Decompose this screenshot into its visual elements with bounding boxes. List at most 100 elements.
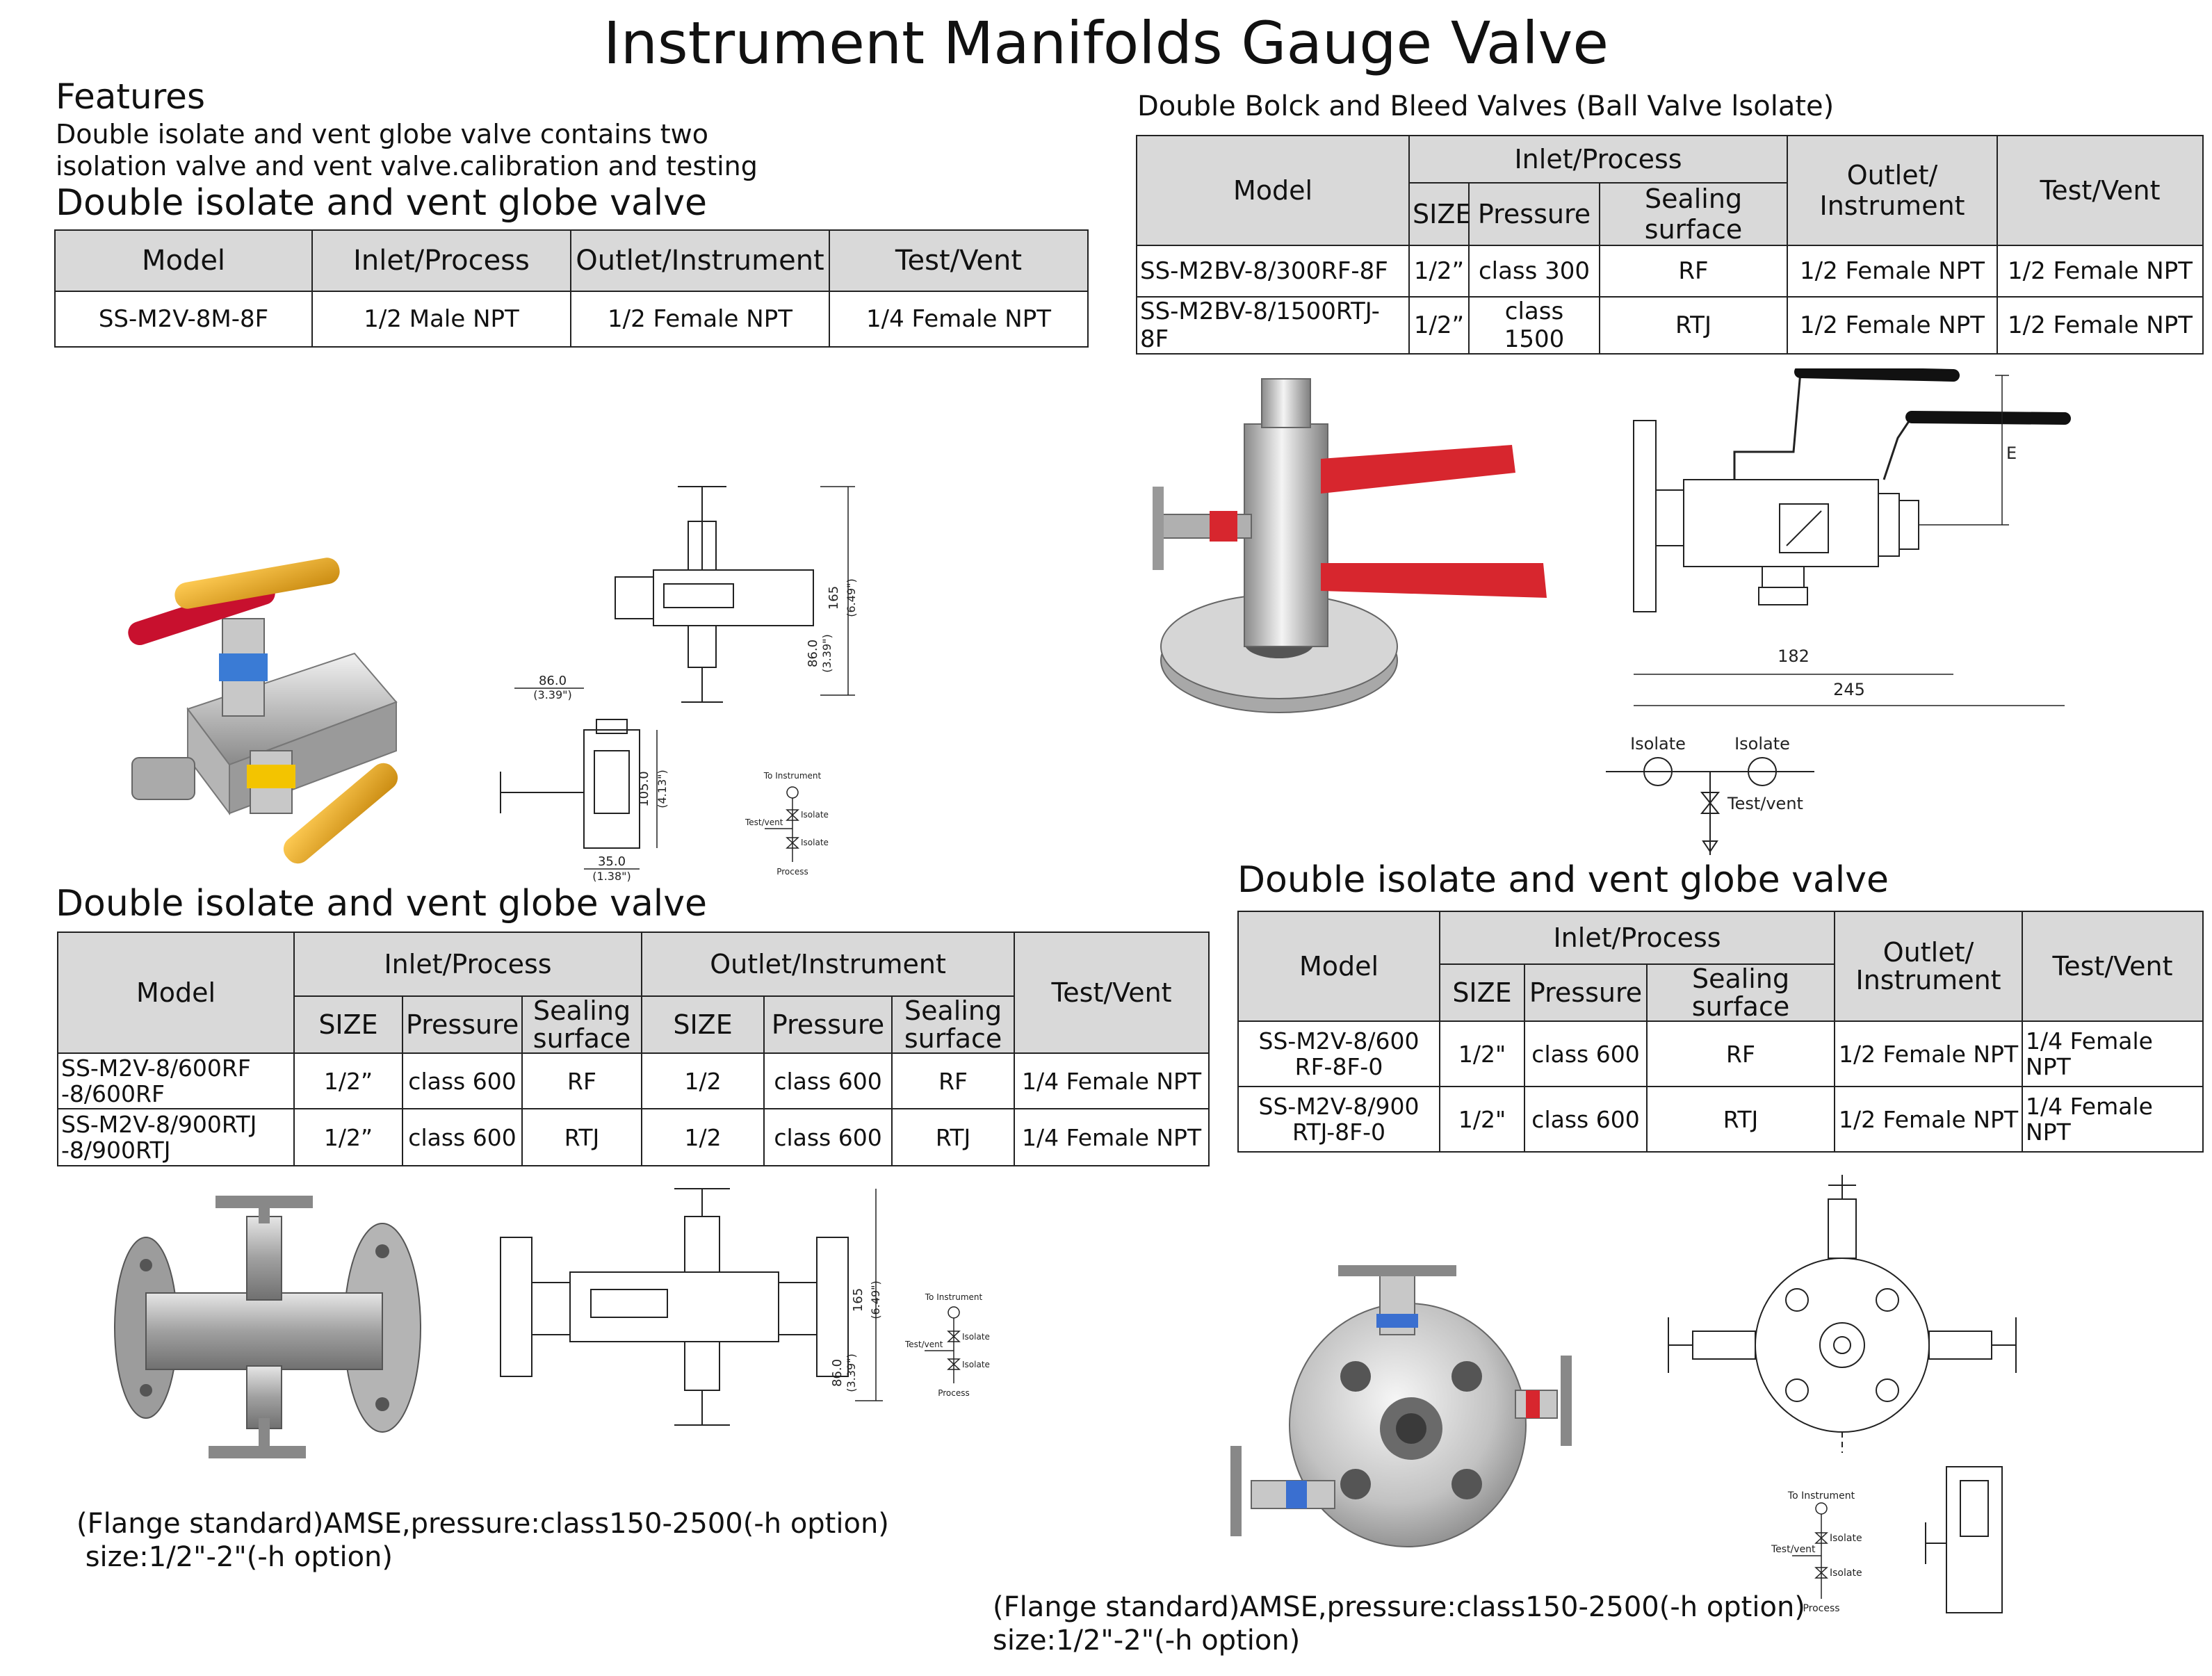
schematic-label-isolate: Isolate: [1830, 1568, 1862, 1579]
schematic-label-to-instrument: To Instrument: [925, 1292, 983, 1302]
schematic-label-to-instrument: To Instrument: [1787, 1490, 1855, 1502]
s4-header-model: Model: [1237, 911, 1440, 1022]
s1-header-test: Test/Vent: [829, 229, 1089, 292]
s3-header-model: Model: [57, 931, 295, 1054]
s3-r1-out-size: 1/2: [641, 1052, 765, 1109]
s3-r1-in-size: 1/2”: [293, 1052, 403, 1109]
s2-r1-model: SS-M2BV-8/300RF-8F: [1136, 245, 1410, 298]
section3-note-line1: (Flange standard)AMSE,pressure:class150-…: [76, 1508, 889, 1540]
s4-header-test: Test/Vent: [2022, 911, 2204, 1022]
s3-r2-test: 1/4 Female NPT: [1014, 1108, 1210, 1166]
dim-165: 165: [827, 586, 841, 610]
features-line-2: isolation valve and vent valve.calibrati…: [56, 151, 758, 181]
schematic-label-isolate: Isolate: [801, 838, 829, 847]
s2-r1-sealing: RF: [1598, 245, 1789, 298]
s1-header-inlet: Inlet/Process: [311, 229, 571, 292]
s4-header-size: SIZE: [1439, 963, 1525, 1022]
s3-r1-model: SS-M2V-8/600RF -8/600RF: [57, 1052, 295, 1109]
s2-r1-test: 1/2 Female NPT: [1997, 245, 2204, 298]
s1-header-outlet: Outlet/Instrument: [570, 229, 830, 292]
s4-r1-seal: RF: [1645, 1020, 1836, 1087]
s4-r2-test: 1/4 Female NPT: [2022, 1086, 2204, 1153]
s3-r1-model-line1: SS-M2V-8/600RF: [61, 1055, 251, 1082]
s2-r2-outlet: 1/2 Female NPT: [1787, 296, 1999, 355]
technical-drawing-manifold: 86.0 (3.39") 165 (6.49") 86.0 (3.39") 10…: [500, 486, 858, 883]
s3-r2-model-line2: -8/900RTJ: [61, 1137, 171, 1164]
s3-r1-out-pressure: class 600: [763, 1052, 893, 1109]
product-photo-round-manifold: [1230, 1265, 1572, 1547]
schematic-label-isolate: Isolate: [962, 1332, 990, 1342]
dim-339-top: (3.39"): [533, 688, 571, 701]
dim-165: 165: [851, 1288, 865, 1312]
schematic-label-test-vent: Test/vent: [1771, 1544, 1816, 1555]
s2-header-sealing: Sealing surface: [1598, 182, 1789, 246]
s2-r2-model: SS-M2BV-8/1500RTJ-8F: [1136, 296, 1410, 355]
dim-86-top: 86.0: [539, 674, 567, 688]
section1-table: Model Inlet/Process Outlet/Instrument Te…: [54, 229, 1089, 348]
s4-r1-size: 1/2": [1439, 1020, 1525, 1087]
s2-header-test: Test/Vent: [1997, 135, 2204, 246]
features-heading: Features: [56, 76, 205, 117]
s2-r1-outlet: 1/2 Female NPT: [1787, 245, 1999, 298]
section1-heading: Double isolate and vent globe valve: [56, 182, 708, 224]
dim-105: 105.0: [637, 771, 651, 807]
schematic-label-test-vent: Test/vent: [1727, 794, 1803, 813]
schematic-label-process: Process: [776, 867, 808, 877]
schematic-label-process: Process: [1803, 1603, 1839, 1614]
s2-r1-pressure: class 300: [1468, 245, 1600, 298]
s2-header-outlet-line1: Outlet/: [1846, 160, 1938, 190]
s4-r2-pressure: class 600: [1524, 1086, 1648, 1153]
s4-r1-pressure: class 600: [1524, 1020, 1648, 1087]
schematic-label-isolate-left: Isolate: [1630, 734, 1686, 754]
dim-649: (6.49"): [845, 578, 858, 617]
s4-r2-model-line1: SS-M2V-8/900: [1258, 1093, 1420, 1120]
s4-r2-model: SS-M2V-8/900 RTJ-8F-0: [1237, 1086, 1440, 1153]
table-row: SS-M2V-8/900 RTJ-8F-0 1/2" class 600 RTJ…: [1237, 1086, 2204, 1153]
schematic-label-to-instrument: To Instrument: [763, 771, 822, 781]
section4-note-line2: size:1/2"-2"(-h option): [993, 1625, 1301, 1657]
schematic-label-isolate: Isolate: [1830, 1533, 1862, 1544]
s3-r2-out-seal: RTJ: [891, 1108, 1016, 1166]
s3-r2-in-seal: RTJ: [521, 1108, 643, 1166]
s4-header-outlet-line2: Instrument: [1855, 965, 2001, 995]
s1-cell-model: SS-M2V-8M-8F: [54, 291, 313, 348]
s2-r2-pressure: class 1500: [1468, 296, 1600, 355]
s4-r1-model-line2: RF-8F-0: [1294, 1053, 1383, 1080]
s4-r2-test-line1: 1/4 Female: [2026, 1093, 2153, 1120]
dim-e: E: [2006, 444, 2017, 463]
s3-header-outlet: Outlet/Instrument: [641, 931, 1016, 997]
s4-header-inlet: Inlet/Process: [1438, 911, 1836, 965]
s4-header-pressure: Pressure: [1524, 963, 1648, 1022]
s3-header-out-sealing-line1: Sealing: [904, 996, 1002, 1026]
s2-r2-size: 1/2”: [1408, 296, 1470, 355]
section3-heading: Double isolate and vent globe valve: [56, 883, 708, 925]
s3-header-in-sealing-line1: Sealing: [532, 996, 631, 1026]
page-title: Instrument Manifolds Gauge Valve: [603, 9, 1609, 77]
s2-r2-sealing: RTJ: [1598, 296, 1789, 355]
s4-r2-size: 1/2": [1439, 1086, 1525, 1153]
s4-r1-model-line1: SS-M2V-8/600: [1258, 1027, 1420, 1055]
table-row: SS-M2V-8/600RF -8/600RF 1/2” class 600 R…: [57, 1052, 1210, 1109]
s2-r2-test: 1/2 Female NPT: [1997, 296, 2204, 355]
s3-r2-out-pressure: class 600: [763, 1108, 893, 1166]
s2-header-outlet-line2: Instrument: [1819, 190, 1965, 221]
dim-182: 182: [1778, 646, 1810, 666]
schematic-label-isolate: Isolate: [962, 1360, 990, 1369]
s4-header-outlet: Outlet/ Instrument: [1834, 911, 2024, 1022]
dim-413: (4.13"): [656, 770, 669, 808]
s4-r1-test-line1: 1/4 Female: [2026, 1027, 2153, 1055]
dim-339: (3.39"): [845, 1353, 858, 1392]
s3-header-in-size: SIZE: [293, 995, 403, 1054]
product-photo-ball-valve: [1153, 378, 1547, 713]
product-photo-manifold-valve: [128, 558, 398, 864]
s4-r1-test: 1/4 Female NPT: [2022, 1020, 2204, 1087]
s3-header-out-size: SIZE: [641, 995, 765, 1054]
s4-header-sealing: Sealing surface: [1645, 963, 1836, 1022]
schematic-label-process: Process: [938, 1388, 970, 1398]
s4-r2-outlet: 1/2 Female NPT: [1834, 1086, 2024, 1153]
dim-35: 35.0: [598, 854, 626, 869]
s1-cell-inlet: 1/2 Male NPT: [311, 291, 571, 348]
schematic-label-isolate: Isolate: [801, 810, 829, 820]
s2-header-pressure: Pressure: [1468, 182, 1600, 246]
s4-r1-outlet: 1/2 Female NPT: [1834, 1020, 2024, 1087]
